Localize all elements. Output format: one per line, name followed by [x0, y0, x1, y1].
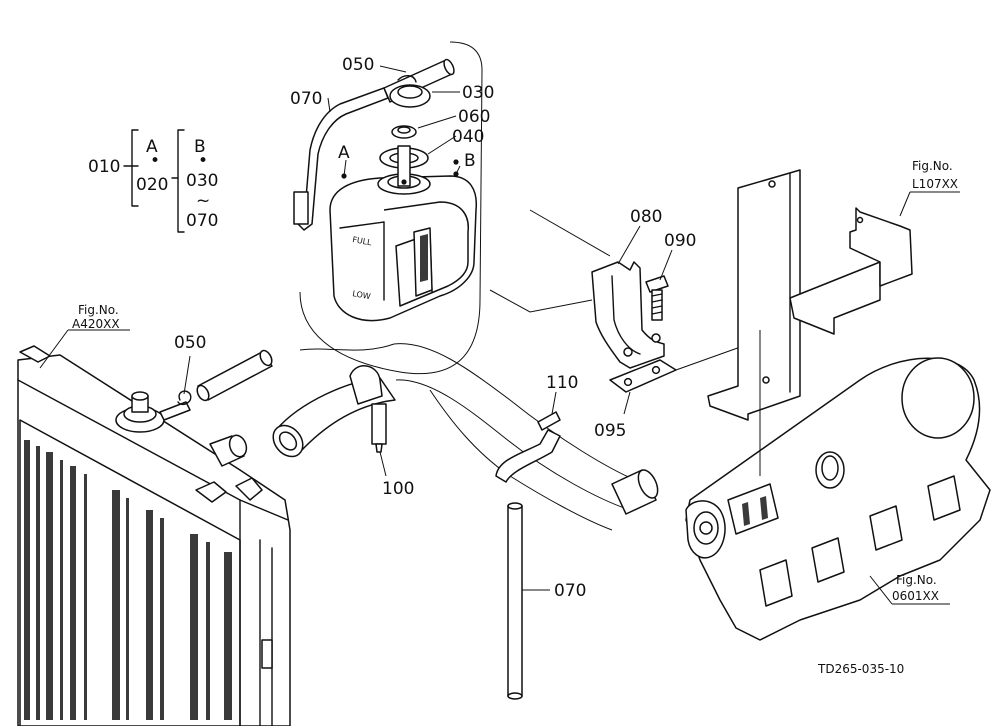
- callout-070-top: 070: [290, 89, 322, 109]
- callout-040: 040: [452, 127, 484, 147]
- ref-l107-fig-label: Fig.No.: [912, 159, 953, 173]
- overflow-hose-050: [177, 349, 273, 406]
- figure-references: Fig.No. A420XX Fig.No. L107XX Fig.No. 06…: [72, 159, 958, 676]
- ref-a420-fig-label: Fig.No.: [78, 303, 119, 317]
- key-letter-a: A: [146, 137, 158, 157]
- callout-100: 100: [382, 479, 414, 499]
- callout-110: 110: [546, 373, 578, 393]
- callout-090: 090: [664, 231, 696, 251]
- key-010: 010: [88, 157, 120, 177]
- reserve-tank: FULL LOW: [299, 41, 483, 375]
- tank-ref-a: A: [338, 143, 350, 163]
- key-letter-b: B: [194, 137, 206, 157]
- drawing-code: TD265-035-10: [817, 662, 904, 676]
- callout-060: 060: [458, 107, 490, 127]
- callout-070-bottom: 070: [554, 581, 586, 601]
- tank-bracket-080: [591, 261, 665, 369]
- overflow-pipe-070-lower: [507, 502, 523, 700]
- leader-lines: [39, 65, 960, 605]
- parts-key-table: 010 A • 020 B • 030 ~ 070: [88, 129, 218, 233]
- key-tilde: ~: [196, 191, 210, 211]
- radiator-cap: [115, 391, 165, 433]
- tank-full-mark: FULL: [352, 235, 373, 247]
- key-dot-b: •: [198, 151, 208, 171]
- callout-050-left: 050: [174, 333, 206, 353]
- exhaust-manifold: [685, 357, 991, 641]
- ref-0601-number: 0601XX: [892, 589, 939, 603]
- callout-numbers: 050 070 030 060 040 050 080 090 095 100 …: [174, 55, 696, 601]
- key-020: 020: [136, 175, 168, 195]
- plate-095: [609, 359, 677, 393]
- radiator-hose-100: [272, 365, 396, 458]
- radiator: [17, 345, 291, 726]
- mounting-bracket-l107: [707, 169, 913, 421]
- ref-l107-number: L107XX: [912, 177, 958, 191]
- radiator-core-fins: [24, 440, 232, 720]
- hose-band-110: [495, 411, 561, 483]
- key-dot-a: •: [150, 151, 160, 171]
- callout-050-top: 050: [342, 55, 374, 75]
- key-030: 030: [186, 171, 218, 191]
- ref-a420-number: A420XX: [72, 317, 120, 331]
- tank-ref-b: B: [464, 151, 476, 171]
- tank-low-mark: LOW: [352, 289, 372, 301]
- hose-outlines: [299, 343, 659, 531]
- tank-cap-assembly: [293, 58, 455, 231]
- key-070: 070: [186, 211, 218, 231]
- ref-0601-fig-label: Fig.No.: [896, 573, 937, 587]
- callout-080: 080: [630, 207, 662, 227]
- bolt-090: [645, 275, 669, 321]
- callout-030: 030: [462, 83, 494, 103]
- callout-095: 095: [594, 421, 626, 441]
